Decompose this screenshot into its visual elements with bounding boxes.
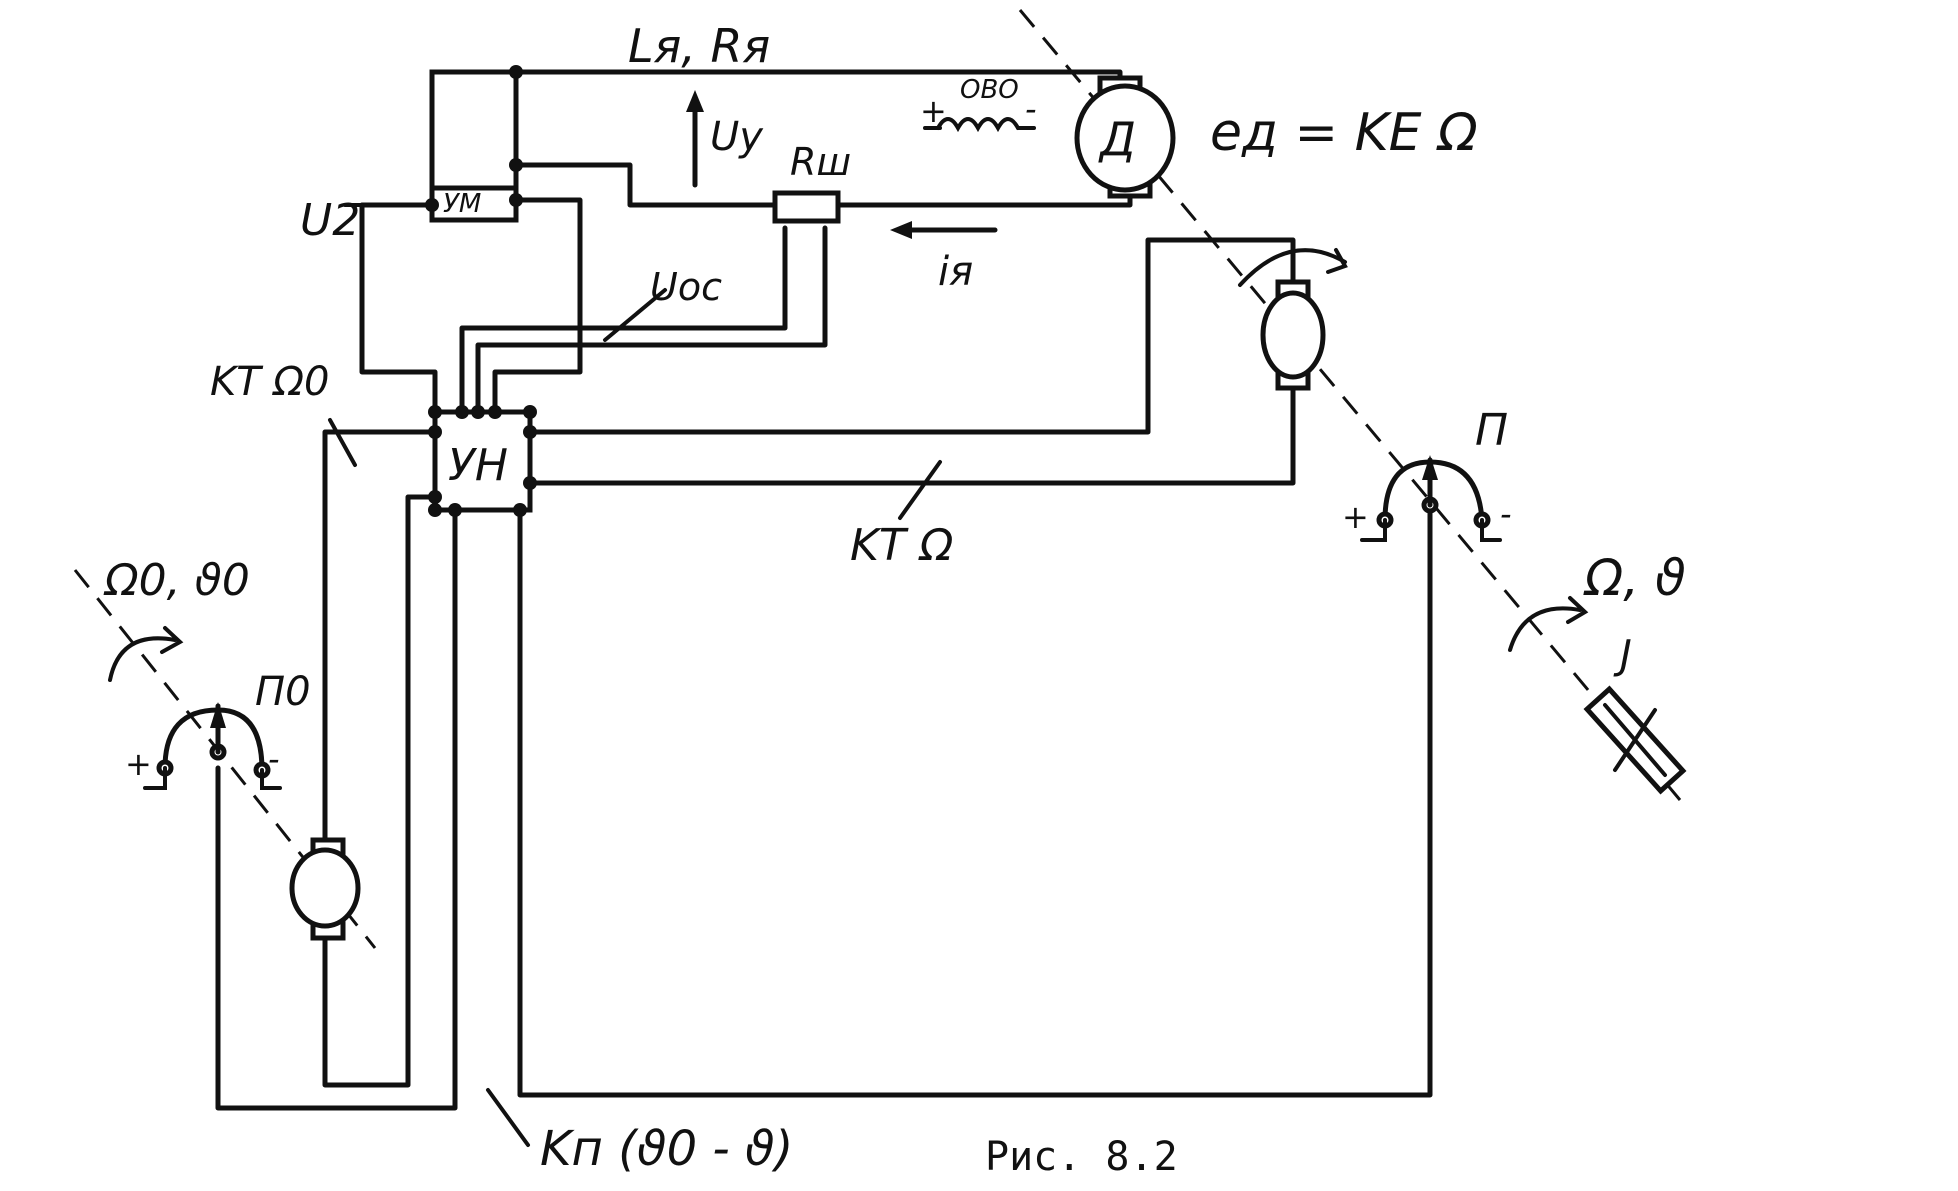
reference-potentiometer-part <box>210 702 226 728</box>
power-amplifier-block-part <box>509 193 523 207</box>
reference-potentiometer-label: П0 <box>255 669 311 715</box>
field-winding-label: ОВО <box>960 75 1019 105</box>
rotation-arrow-reference-part <box>160 626 184 654</box>
tacho-ref-leader <box>328 418 357 467</box>
voltage-amplifier-block-part <box>488 405 502 419</box>
voltage-amplifier-block-part <box>523 405 537 419</box>
field-winding-part <box>936 117 1020 133</box>
armature-params-label: Lя, Rя <box>628 19 770 73</box>
voltage-amplifier-block-part <box>428 425 442 439</box>
power-amplifier-block: УМ <box>425 65 523 223</box>
feedback-leader <box>603 288 667 342</box>
out-pot-wire <box>517 502 1433 1098</box>
control-voltage-label: Uу <box>710 114 764 160</box>
field-winding: + - ОВО <box>920 75 1037 133</box>
output-potentiometer-part <box>1480 518 1502 542</box>
output-potentiometer-label: П <box>1475 405 1508 456</box>
armature-current-arrow-part <box>890 221 912 239</box>
tachogenerator-output-part <box>1260 290 1326 380</box>
voltage-amplifier-block-part <box>428 490 442 504</box>
shunt-resistor-label: Rш <box>790 140 851 184</box>
armature-current-label: iя <box>938 249 973 295</box>
voltage-amplifier-block-part <box>471 405 485 419</box>
rotation-arrow-output-part <box>1566 596 1589 624</box>
voltage-amplifier-block-part <box>448 503 462 517</box>
ref-pot-plus: + <box>125 745 152 783</box>
rotation-arrow-reference <box>108 626 184 682</box>
tachogenerator-reference-part <box>289 847 361 929</box>
tacho-fb-wire-1 <box>527 237 1296 435</box>
winding-plus: + <box>920 92 947 130</box>
position-error-leader <box>486 1088 530 1147</box>
voltage-amplifier-block-part <box>513 503 527 517</box>
shunt-resistor: Rш <box>772 140 851 224</box>
tacho-ref-signal-label: KT Ω0 <box>210 359 329 405</box>
tacho-ref-wire-1 <box>322 429 438 1088</box>
motor-emf-label: eд = KE Ω <box>1210 103 1478 163</box>
load-inertia-label: J <box>1613 632 1632 678</box>
motor-part <box>1074 83 1176 193</box>
voltage-amplifier-label: УН <box>448 440 508 491</box>
motor-label: Д <box>1098 112 1136 166</box>
power-amplifier-block-part <box>509 158 523 172</box>
tachogenerator-output <box>1238 248 1348 391</box>
shunt-to-motor-wire <box>835 187 1133 208</box>
voltage-amplifier-block-part <box>428 405 442 419</box>
motor: Д <box>1074 75 1176 199</box>
rotation-arrow-output-part <box>1508 606 1582 652</box>
ref-speed-angle-label: Ω0, ϑ0 <box>103 555 250 606</box>
reference-potentiometer: + - П0 <box>125 669 311 790</box>
feedback-voltage-label: Uос <box>650 265 722 309</box>
rotation-arrow-reference-part <box>108 636 177 682</box>
output-potentiometer-part <box>1422 455 1438 480</box>
voltage-amplifier-block-part <box>428 503 442 517</box>
supply-wire-u2 <box>359 202 438 415</box>
tachogenerator-output-part <box>1238 248 1347 287</box>
reference-potentiometer-part <box>260 768 282 790</box>
rotation-arrow-output <box>1508 596 1589 652</box>
shunt-resistor-part <box>772 190 841 224</box>
output-potentiometer-part <box>1360 518 1387 542</box>
power-amplifier-label: УМ <box>443 189 481 219</box>
feedback-wire-b <box>475 225 828 415</box>
armature-wire-bottom <box>512 162 778 208</box>
wires <box>215 69 1433 1111</box>
voltage-amplifier-block-part <box>455 405 469 419</box>
load-inertia: J <box>1583 632 1687 795</box>
power-amplifier-block-part <box>425 198 439 212</box>
control-voltage-arrow <box>686 90 704 188</box>
control-voltage-arrow-part <box>686 90 704 112</box>
power-amplifier-block-part <box>429 69 519 223</box>
feedback-wire-a <box>459 225 788 415</box>
power-amplifier-block-part <box>509 65 523 79</box>
out-pot-minus: - <box>1500 495 1512 533</box>
voltage-amplifier-block-part <box>523 425 537 439</box>
voltage-amplifier-block-part <box>523 476 537 490</box>
tachogenerator-reference <box>289 837 361 941</box>
tacho-fb-wire-2 <box>527 385 1296 486</box>
voltage-amplifier-block: УН <box>428 405 537 517</box>
motor-shaft-line <box>1018 9 1682 801</box>
winding-minus: - <box>1025 90 1037 128</box>
out-pot-plus: + <box>1342 498 1369 536</box>
out-speed-angle-label: Ω, ϑ <box>1583 549 1686 607</box>
tachogenerator-output-part <box>1326 248 1348 274</box>
position-error-label: Kп (ϑ0 - ϑ) <box>540 1121 793 1177</box>
load-inertia-part <box>1613 708 1657 772</box>
reference-potentiometer-part <box>143 766 167 790</box>
tacho-fb-signal-label: KT Ω <box>850 520 954 571</box>
output-potentiometer: + - П <box>1342 405 1512 542</box>
control-wire <box>492 197 583 415</box>
ref-pot-wire <box>215 507 458 1111</box>
armature-current-arrow <box>890 221 998 239</box>
figure-caption: Рис. 8.2 <box>985 1134 1178 1180</box>
supply-voltage-label: U2 <box>300 195 360 246</box>
ref-pot-minus: - <box>268 740 280 778</box>
tacho-fb-leader <box>898 460 942 520</box>
